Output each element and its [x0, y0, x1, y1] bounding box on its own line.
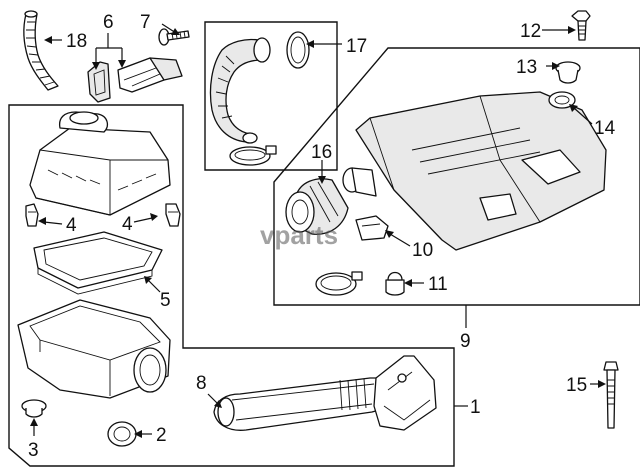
engine-cover-group-outline — [273, 47, 640, 306]
part-5-air-filter[interactable] — [33, 231, 163, 295]
callout-9: 9 — [460, 331, 471, 352]
part-13-grommet[interactable] — [555, 61, 581, 84]
callout-12: 12 — [520, 21, 541, 42]
part-18-drain-tube[interactable] — [23, 10, 59, 91]
watermark-text: vparts — [260, 220, 338, 250]
part-10-vent-valve[interactable] — [355, 215, 389, 241]
callout-8: 8 — [196, 373, 207, 394]
callout-17: 17 — [346, 36, 367, 57]
air-cleaner-lower-housing[interactable] — [17, 299, 171, 399]
callout-1: 1 — [470, 397, 481, 418]
intake-hose-group-outline — [204, 21, 338, 171]
part-2-grommet[interactable] — [107, 421, 137, 447]
callout-4-right: 4 — [122, 214, 133, 235]
callout-14: 14 — [594, 118, 616, 139]
part-3-grommet[interactable] — [21, 399, 47, 418]
part-4-clip-right[interactable] — [165, 203, 181, 227]
part-9-engine-cover[interactable] — [355, 91, 607, 251]
air-cleaner-group-outline — [8, 104, 455, 467]
callout-10: 10 — [412, 240, 433, 261]
part-16-sleeve[interactable] — [342, 167, 377, 197]
part-1-intake-bracket[interactable] — [373, 355, 437, 431]
callout-16: 16 — [311, 142, 332, 163]
callout-4-left: 4 — [66, 215, 77, 236]
part-6-mass-air-flow-sensor[interactable] — [87, 57, 183, 103]
leader-lines — [30, 23, 606, 438]
air-cleaner-upper-housing[interactable] — [29, 111, 171, 216]
callout-2: 2 — [156, 425, 167, 446]
callout-15: 15 — [566, 375, 587, 396]
part-17-clamp-lower[interactable] — [229, 145, 277, 166]
part-16-clamp[interactable] — [315, 271, 363, 296]
callout-6: 6 — [103, 12, 114, 33]
part-17-clamp-upper[interactable] — [286, 31, 310, 69]
callout-13: 13 — [516, 57, 537, 78]
part-11-cap[interactable] — [385, 271, 405, 296]
callout-3: 3 — [28, 440, 39, 461]
part-15-stud-bolt[interactable] — [603, 361, 619, 429]
part-4-clip-left[interactable] — [25, 203, 39, 227]
callout-11: 11 — [428, 274, 448, 295]
part-16-throttle-body-hose[interactable] — [285, 178, 349, 235]
callout-18: 18 — [66, 31, 87, 52]
callout-7: 7 — [140, 12, 151, 33]
callout-5: 5 — [160, 290, 171, 311]
part-12-bolt[interactable] — [571, 10, 591, 41]
part-17-intake-hose[interactable] — [209, 37, 271, 144]
part-8-air-duct[interactable] — [213, 377, 387, 431]
part-14-grommet[interactable] — [548, 91, 576, 109]
